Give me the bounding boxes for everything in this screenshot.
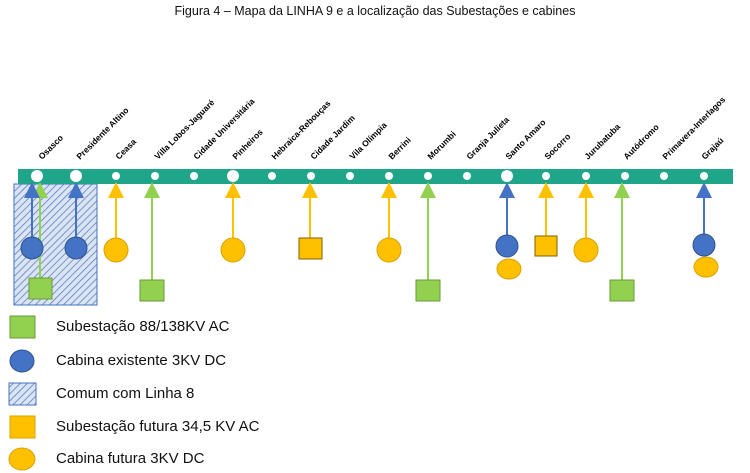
future-cabin-marker: [496, 258, 522, 280]
station-label: Osasco: [36, 133, 65, 162]
station-label: Ceasa: [113, 136, 138, 161]
future-cabin-marker: [103, 237, 129, 263]
station-dot: [621, 172, 629, 180]
station-dot: [542, 172, 550, 180]
station-dot: [424, 172, 432, 180]
ac-substation-marker: [139, 279, 165, 302]
existing-cabin-marker: [64, 236, 88, 260]
station-dot: [463, 172, 471, 180]
station-label: Grajaú: [699, 135, 725, 161]
existing-cabin-marker: [495, 234, 519, 258]
future-substation-marker: [298, 237, 323, 260]
station-label: Autódromo: [621, 122, 660, 161]
station-label: Santo Amaro: [503, 117, 547, 161]
existing-cabin-marker: [20, 236, 44, 260]
future-cabin-marker: [693, 256, 719, 278]
station-dot: [700, 172, 708, 180]
ac-substation-marker: [609, 279, 635, 302]
existing-cabin-marker: [692, 233, 716, 257]
station-label: Berrini: [386, 135, 412, 161]
station-dot: [501, 170, 513, 182]
station-label: Socorro: [542, 131, 572, 161]
station-dot: [307, 172, 315, 180]
station-dot: [112, 172, 120, 180]
station-label: Jurubatuba: [582, 121, 622, 161]
legend-label-ac-substation: Subestação 88/138KV AC: [56, 318, 230, 335]
legend-existing-cabin-icon: [9, 349, 35, 373]
future-cabin-marker: [573, 237, 599, 263]
line-9-bar: [18, 169, 733, 184]
ac-substation-marker: [28, 277, 53, 300]
station-dot: [385, 172, 393, 180]
station-dot: [582, 172, 590, 180]
station-dot: [31, 170, 43, 182]
station-label: Primavera-Interlagos: [660, 94, 727, 161]
figure-title: Figura 4 – Mapa da LINHA 9 e a localizaç…: [174, 4, 576, 18]
legend-label-shared-line8: Comum com Linha 8: [56, 385, 195, 402]
station-dot: [227, 170, 239, 182]
future-cabin-marker: [220, 237, 246, 263]
legend-ac-substation-icon: [9, 315, 36, 339]
legend-future-substation-icon: [9, 415, 36, 439]
station-dot: [190, 172, 198, 180]
station-dot: [70, 170, 82, 182]
station-dot: [268, 172, 276, 180]
legend-label-future-substation: Subestação futura 34,5 KV AC: [56, 418, 260, 435]
legend-shared-line8-icon: [8, 382, 37, 406]
ac-substation-marker: [415, 279, 441, 302]
station-dot: [151, 172, 159, 180]
legend-label-existing-cabin: Cabina existente 3KV DC: [56, 352, 227, 369]
future-cabin-marker: [376, 237, 402, 263]
legend-symbols: [8, 315, 37, 471]
station-dot: [660, 172, 668, 180]
station-label: Pinheiros: [230, 127, 265, 162]
station-dots: [31, 170, 708, 182]
station-labels: Osasco Presidente Altino Ceasa Villa Lob…: [36, 94, 727, 161]
station-label: Morumbi: [425, 129, 457, 161]
legend-future-cabin-icon: [8, 447, 36, 471]
legend-label-future-cabin: Cabina futura 3KV DC: [56, 450, 205, 467]
future-substation-marker: [534, 235, 558, 257]
station-dot: [346, 172, 354, 180]
station-label: Vila Olímpia: [347, 120, 389, 162]
